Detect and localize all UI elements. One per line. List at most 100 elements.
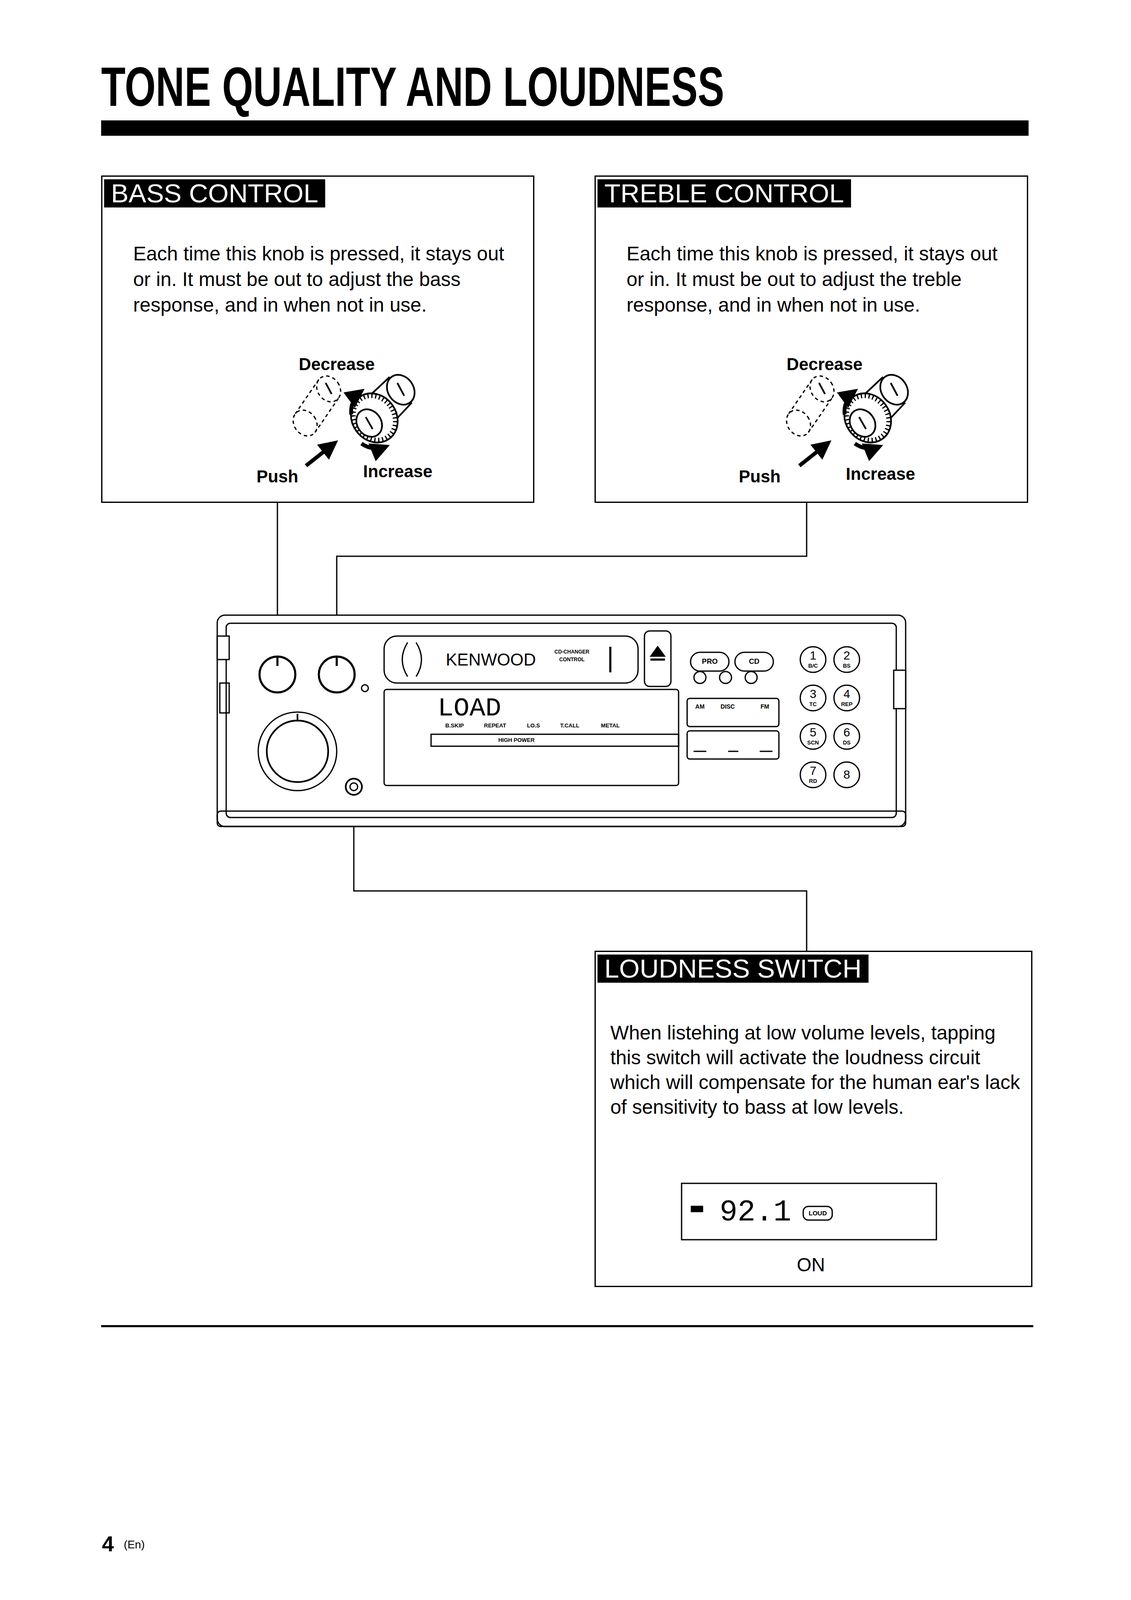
radio-figure xyxy=(217,615,906,827)
radio-figure-part xyxy=(318,656,355,693)
radio-figure-part xyxy=(719,671,732,684)
loudness-indicator: LOUD xyxy=(808,1209,828,1217)
control-label: Increase xyxy=(845,464,916,484)
preset-function: TC xyxy=(809,701,817,708)
radio-figure-part xyxy=(335,657,339,666)
preset-function: DS xyxy=(842,739,851,746)
radio-figure-part xyxy=(402,642,422,677)
radio-figure-part xyxy=(217,635,230,660)
lcd-display-part xyxy=(681,1183,937,1240)
page-number: 4 xyxy=(102,1532,114,1556)
preset-function: BS xyxy=(842,662,851,669)
loudness-switch-box: LOUDNESS SWITCH When listehing at low vol… xyxy=(594,950,1033,1287)
radio-figure-part xyxy=(693,750,773,753)
band-label: AM xyxy=(695,703,705,710)
radio-figure-part xyxy=(800,685,826,711)
box-heading: TREBLE CONTROL xyxy=(597,179,852,208)
radio-figure-part xyxy=(384,689,679,786)
radio-figure-part xyxy=(833,685,860,711)
preset-number: 2 xyxy=(843,649,851,663)
box-heading: LOUDNESS SWITCH xyxy=(597,954,869,983)
preset-number: 6 xyxy=(843,725,851,740)
panel-marking: CONTROL xyxy=(559,656,585,663)
control-label: Increase xyxy=(363,461,433,481)
radio-figure-part xyxy=(687,698,779,727)
radio-figure-part xyxy=(800,761,826,788)
preset-function: B/C xyxy=(808,662,818,669)
page-title: TONE QUALITY AND LOUDNESS xyxy=(101,58,725,115)
preset-function: RD xyxy=(809,778,818,785)
radio-figure-part xyxy=(296,713,299,722)
preset-number: 7 xyxy=(809,764,817,778)
radio-figure-part xyxy=(800,723,826,750)
radio-figure-part xyxy=(226,623,897,818)
bass-control-box: BASS CONTROL Each time this knob is press… xyxy=(101,175,535,503)
radio-figure-part xyxy=(650,646,665,656)
box-body-text: Each time this knob is pressed, it stays… xyxy=(133,240,518,318)
control-label: Push xyxy=(256,466,299,486)
radio-figure-part xyxy=(217,810,906,827)
box-body-text: Each time this knob is pressed, it stays… xyxy=(626,240,1011,318)
control-label: Decrease xyxy=(786,354,863,374)
radio-figure-part xyxy=(650,658,665,661)
radio-figure-part xyxy=(219,682,230,713)
radio-figure-part xyxy=(217,615,906,827)
preset-number: 1 xyxy=(809,649,817,663)
treble-knob-figure xyxy=(781,369,914,466)
brand-name: KENWOOD xyxy=(445,650,536,669)
radio-figure-part xyxy=(833,646,860,673)
band-label: DISC xyxy=(720,703,735,710)
radio-figure-part xyxy=(800,646,826,673)
preset-number: 3 xyxy=(809,687,817,701)
language-code: (En) xyxy=(123,1538,145,1551)
radio-figure-part xyxy=(893,670,906,709)
radio-figure-part xyxy=(833,723,860,750)
radio-figure-part xyxy=(687,730,779,759)
panel-marking: HIGH POWER xyxy=(498,737,535,744)
button-label: CD xyxy=(749,657,760,666)
panel-marking: CD-CHANGER xyxy=(554,649,590,655)
bass-knob-figure xyxy=(288,369,420,466)
title-rule xyxy=(101,120,1029,136)
radio-figure-part xyxy=(644,630,671,687)
band-label: FM xyxy=(760,703,770,710)
preset-function: REP xyxy=(841,701,853,708)
box-body-text: When listehing at low volume levels, tap… xyxy=(610,1020,1021,1120)
box-heading: BASS CONTROL xyxy=(104,179,326,208)
radio-figure-part xyxy=(609,646,612,673)
display-indicator: LO.S xyxy=(527,722,540,729)
control-label: Push xyxy=(738,466,781,486)
bottom-rule xyxy=(101,1324,1034,1327)
radio-figure-part xyxy=(258,711,337,791)
display-readout: LOAD xyxy=(437,693,502,723)
radio-figure-part xyxy=(833,761,860,788)
radio-figure-part xyxy=(693,671,706,684)
radio-figure-part xyxy=(361,684,369,692)
lcd-display xyxy=(681,1183,937,1240)
preset-function: SCN xyxy=(807,739,819,746)
display-frequency: 92.1 xyxy=(719,1195,792,1229)
preset-number: 4 xyxy=(843,687,851,701)
radio-figure-part xyxy=(349,782,358,791)
radio-figure-part xyxy=(259,656,296,693)
preset-number: 8 xyxy=(843,768,851,782)
radio-figure-part xyxy=(384,635,639,683)
state-label: ON xyxy=(796,1254,825,1275)
button-label: PRO xyxy=(702,657,718,666)
display-indicator: REPEAT xyxy=(483,722,507,729)
radio-figure-part xyxy=(276,657,279,666)
radio-figure-part xyxy=(345,778,362,795)
radio-figure-part xyxy=(745,671,758,684)
display-indicator: T.CALL xyxy=(560,722,580,729)
display-indicator: METAL xyxy=(600,722,620,729)
control-label: Decrease xyxy=(298,354,375,374)
radio-figure-part xyxy=(690,652,729,671)
radio-figure-part xyxy=(431,734,679,747)
lcd-display-part xyxy=(691,1206,703,1212)
radio-figure-part xyxy=(266,720,329,782)
preset-number: 5 xyxy=(809,725,817,740)
treble-control-box: TREBLE CONTROL Each time this knob is pre… xyxy=(594,175,1029,503)
lcd-display-part xyxy=(803,1206,833,1220)
